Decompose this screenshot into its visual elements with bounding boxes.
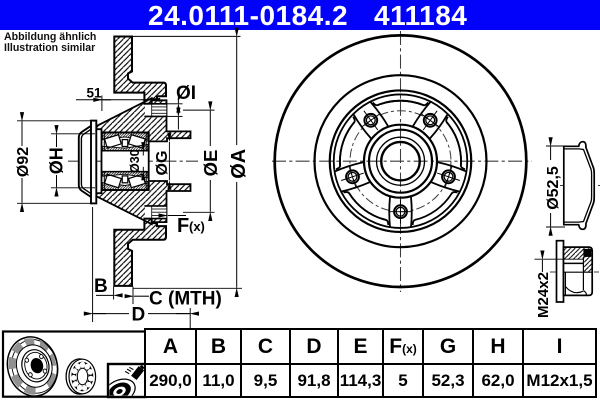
svg-text:C (MTH): C (MTH) — [149, 289, 222, 310]
svg-text:ØE: ØE — [200, 150, 221, 177]
svg-text:ØH: ØH — [47, 147, 67, 174]
svg-text:Ø52,5: Ø52,5 — [545, 166, 562, 210]
svg-text:51: 51 — [87, 86, 103, 101]
svg-text:ØI: ØI — [176, 83, 196, 104]
svg-text:ØG: ØG — [154, 151, 171, 176]
svg-text:Ø92: Ø92 — [15, 147, 32, 177]
svg-text:Ø30: Ø30 — [128, 149, 142, 173]
svg-text:B: B — [94, 276, 108, 297]
svg-text:ØA: ØA — [228, 149, 250, 179]
svg-text:M24x2: M24x2 — [535, 272, 552, 318]
svg-text:(x): (x) — [189, 219, 205, 234]
svg-text:F: F — [177, 215, 189, 237]
svg-text:D: D — [132, 305, 146, 326]
